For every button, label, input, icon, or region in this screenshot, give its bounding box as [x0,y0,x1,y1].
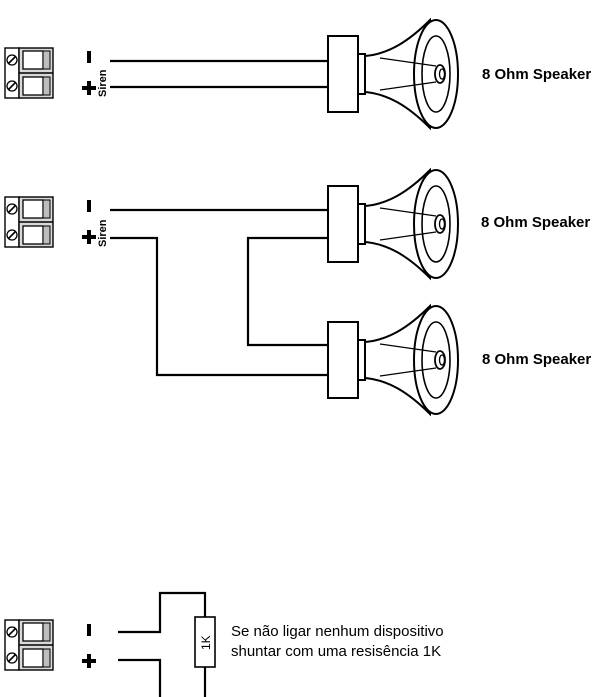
terminal-block-icon [4,47,54,99]
note-line-2: shuntar com uma resisência 1K [231,643,441,660]
horn-speaker-icon [327,169,459,279]
wire-link [246,236,330,347]
terminal-block-icon [4,619,54,671]
section-two-speakers: Siren 8 Ohm Speaker 8 Ohm Speaker [4,169,591,415]
siren-label: Siren [97,69,109,97]
positive-sign [82,81,96,95]
positive-sign [82,654,96,668]
section-resistor-shunt: 1K Se não ligar nenhum dispositivo shunt… [4,591,444,697]
section-single-speaker: Siren 8 Ohm Speaker [4,19,591,129]
wire-positive [110,236,330,377]
negative-sign [87,200,91,212]
negative-sign [87,51,91,63]
horn-speaker-icon [327,305,459,415]
siren-label: Siren [97,219,109,247]
speaker-label: 8 Ohm Speaker [481,214,590,231]
note-line-1: Se não ligar nenhum dispositivo [231,623,444,640]
wire-negative [118,591,207,634]
terminal-block-icon [4,196,54,248]
speaker-label: 8 Ohm Speaker [482,66,591,83]
negative-sign [87,624,91,636]
horn-speaker-icon [327,19,459,129]
wire-positive [118,658,162,697]
speaker-label: 8 Ohm Speaker [482,351,591,368]
positive-sign [82,230,96,244]
resistor-label: 1K [199,635,213,650]
